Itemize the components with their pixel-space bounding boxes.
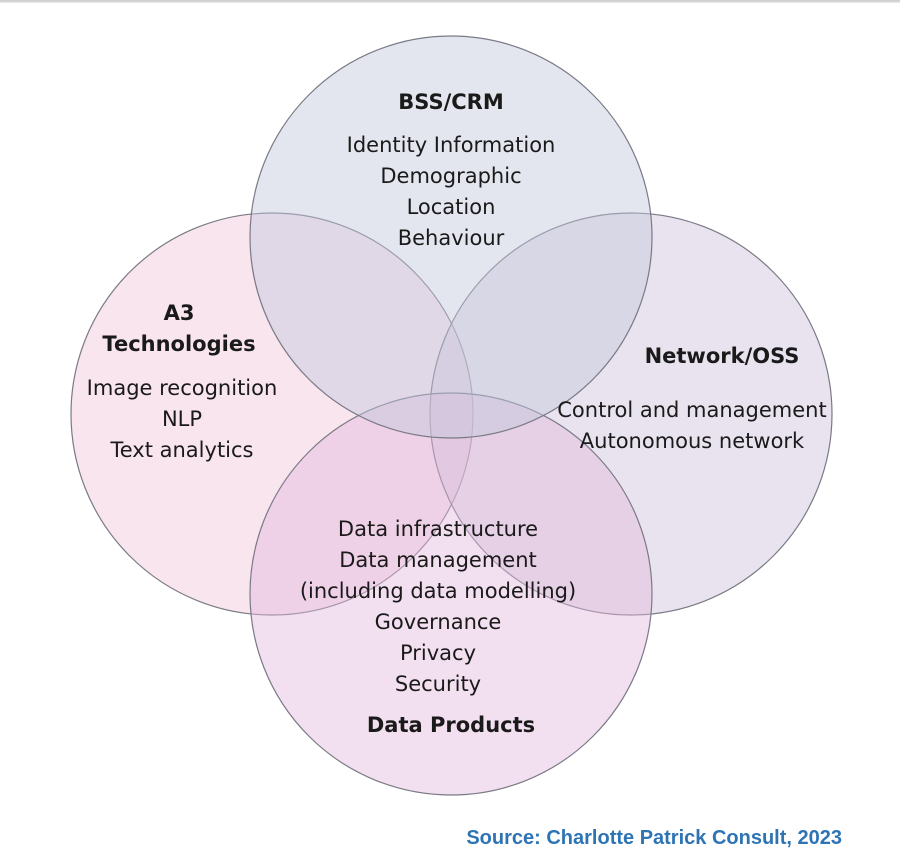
- bss-crm-items: Identity Information Demographic Locatio…: [301, 130, 601, 254]
- top-border: [0, 0, 900, 3]
- a3-item: NLP: [161, 407, 203, 431]
- data-products-item: Privacy: [399, 641, 477, 665]
- network-oss-items: Control and management Autonomous networ…: [546, 395, 838, 457]
- network-oss-title: Network/OSS: [644, 344, 800, 368]
- a3-title-line: Technologies: [102, 332, 256, 356]
- data-products-item: Security: [394, 672, 482, 696]
- data-products-item: (including data modelling): [299, 579, 577, 603]
- data-products-item: Governance: [374, 610, 502, 634]
- network-oss-circle: [429, 212, 833, 616]
- bss-crm-item: Location: [406, 195, 496, 219]
- data-products-item: Data management: [339, 548, 537, 572]
- a3-title-line: A3: [163, 301, 195, 325]
- data-products-circle: [249, 392, 653, 796]
- a3-technologies-items: Image recognition NLP Text analytics: [62, 373, 302, 466]
- bss-crm-title: BSS/CRM: [398, 90, 504, 114]
- data-products-item: Data infrastructure: [337, 517, 539, 541]
- data-products-items: Data infrastructure Data management (inc…: [288, 514, 588, 700]
- data-products-title: Data Products: [366, 713, 536, 737]
- bss-crm-item: Behaviour: [397, 226, 505, 250]
- a3-technologies-circle: [70, 212, 474, 616]
- a3-item: Image recognition: [86, 376, 278, 400]
- bss-crm-item: Identity Information: [346, 133, 556, 157]
- network-oss-item: Autonomous network: [579, 429, 805, 453]
- a3-technologies-title: A3 Technologies: [79, 298, 279, 360]
- bss-crm-item: Demographic: [380, 164, 522, 188]
- a3-item: Text analytics: [110, 438, 254, 462]
- bss-crm-circle: [249, 35, 653, 439]
- source-citation: Source: Charlotte Patrick Consult, 2023: [466, 827, 842, 849]
- network-oss-item: Control and management: [557, 398, 827, 422]
